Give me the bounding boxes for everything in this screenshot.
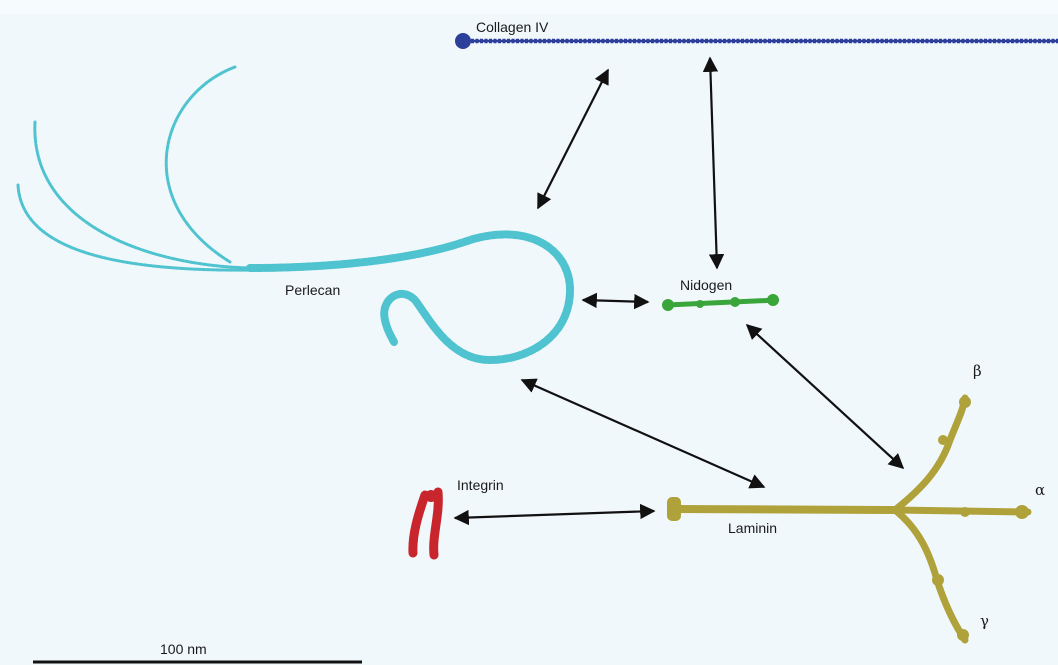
nidogen-label: Nidogen — [680, 277, 732, 293]
arrow-nidogen-laminin — [745, 323, 905, 470]
laminin-beta-label: β — [973, 362, 982, 380]
arrow-integrin-laminin — [453, 503, 656, 526]
collagen-iv-label: Collagen IV — [476, 19, 549, 35]
arrow-perlecan-nidogen — [581, 292, 650, 310]
arrow-collagen-nidogen — [702, 56, 725, 270]
interaction-arrows — [453, 56, 905, 526]
arrow-perlecan-laminin — [520, 378, 766, 489]
laminin-gamma-label: γ — [980, 612, 989, 630]
laminin-molecule — [667, 394, 1032, 644]
integrin-molecule — [408, 487, 443, 560]
scale-bar-label: 100 nm — [160, 641, 207, 657]
top-band — [0, 0, 1058, 14]
nidogen-molecule — [662, 294, 779, 311]
perlecan-molecule — [16, 65, 575, 365]
integrin-label: Integrin — [457, 477, 504, 493]
perlecan-label: Perlecan — [285, 282, 340, 298]
laminin-label: Laminin — [728, 520, 777, 536]
laminin-alpha-label: α — [1035, 481, 1045, 499]
collagen-iv-molecule — [455, 33, 1058, 49]
arrow-collagen-perlecan — [537, 68, 609, 210]
